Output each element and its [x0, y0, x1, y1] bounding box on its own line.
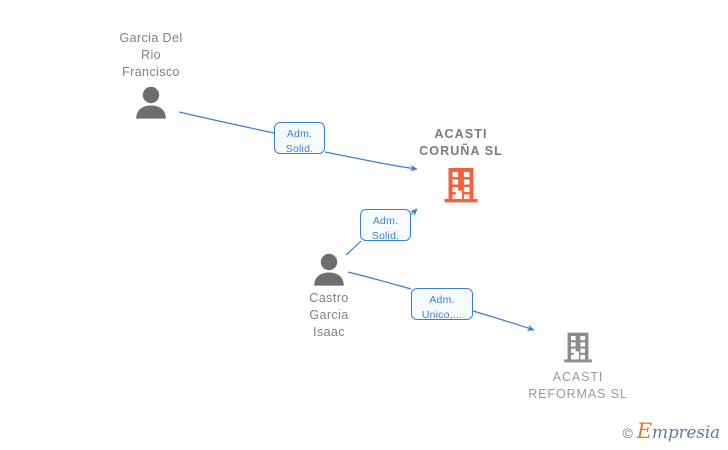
company-label: ACASTI CORUÑA SL: [419, 127, 503, 158]
building-icon: [564, 332, 592, 363]
person-icon: [314, 253, 344, 286]
copyright-icon: ©: [622, 424, 633, 441]
relation-label-castro-to-acasti-reformas[interactable]: Adm. Unico,...: [411, 288, 473, 321]
company-node-acasti-reformas-sl[interactable]: ACASTI REFORMAS SL: [488, 331, 668, 403]
relation-label-castro-to-acasti-coruna[interactable]: Adm. Solid.: [360, 209, 411, 242]
empresia-logo-rest: mpresia: [651, 423, 720, 443]
person-icon: [136, 86, 166, 119]
empresia-logo-text: Empresia: [637, 421, 720, 443]
edge-castro-to-acasti-reformas: [347, 271, 412, 290]
relation-label-garcia-to-acasti-coruna[interactable]: Adm. Solid.: [274, 122, 325, 155]
edge-garcia-to-acasti-coruna: [178, 111, 275, 134]
person-label: Castro Garcia Isaac: [309, 291, 349, 339]
empresia-logo-initial: E: [636, 419, 652, 443]
edge-garcia-to-acasti-coruna-arrow: [324, 151, 418, 172]
edge-castro-to-acasti-reformas-arrow: [472, 310, 535, 332]
person-label: Garcia Del Rio Francisco: [119, 31, 183, 79]
company-label: ACASTI REFORMAS SL: [528, 370, 628, 401]
person-node-castro-garcia-isaac[interactable]: Castro Garcia Isaac: [249, 252, 409, 341]
person-node-garcia-del-rio-francisco[interactable]: Garcia Del Rio Francisco: [71, 30, 231, 119]
company-node-acasti-coruna-sl[interactable]: ACASTI CORUÑA SL: [371, 126, 551, 204]
edge-castro-to-acasti-coruna: [345, 240, 362, 256]
empresia-watermark: © Empresia: [622, 421, 720, 443]
building-icon: [444, 168, 478, 203]
